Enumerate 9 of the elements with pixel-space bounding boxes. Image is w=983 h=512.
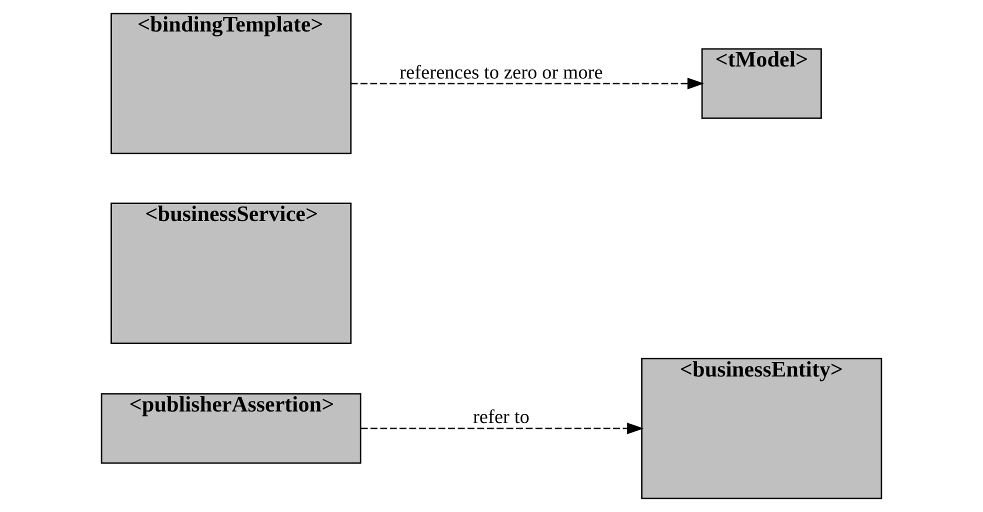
node-box: <publisherAssertion> xyxy=(100,393,362,464)
node-box: <businessService> xyxy=(110,202,352,344)
node-box: <tModel> xyxy=(701,48,822,119)
node-box: <bindingTemplate> xyxy=(110,12,352,154)
arrow xyxy=(360,422,644,434)
node-box: <businessEntity> xyxy=(641,358,882,500)
edge-label: refer to xyxy=(472,407,530,428)
edge-label: references to zero or more xyxy=(400,62,603,84)
arrow xyxy=(350,78,704,90)
